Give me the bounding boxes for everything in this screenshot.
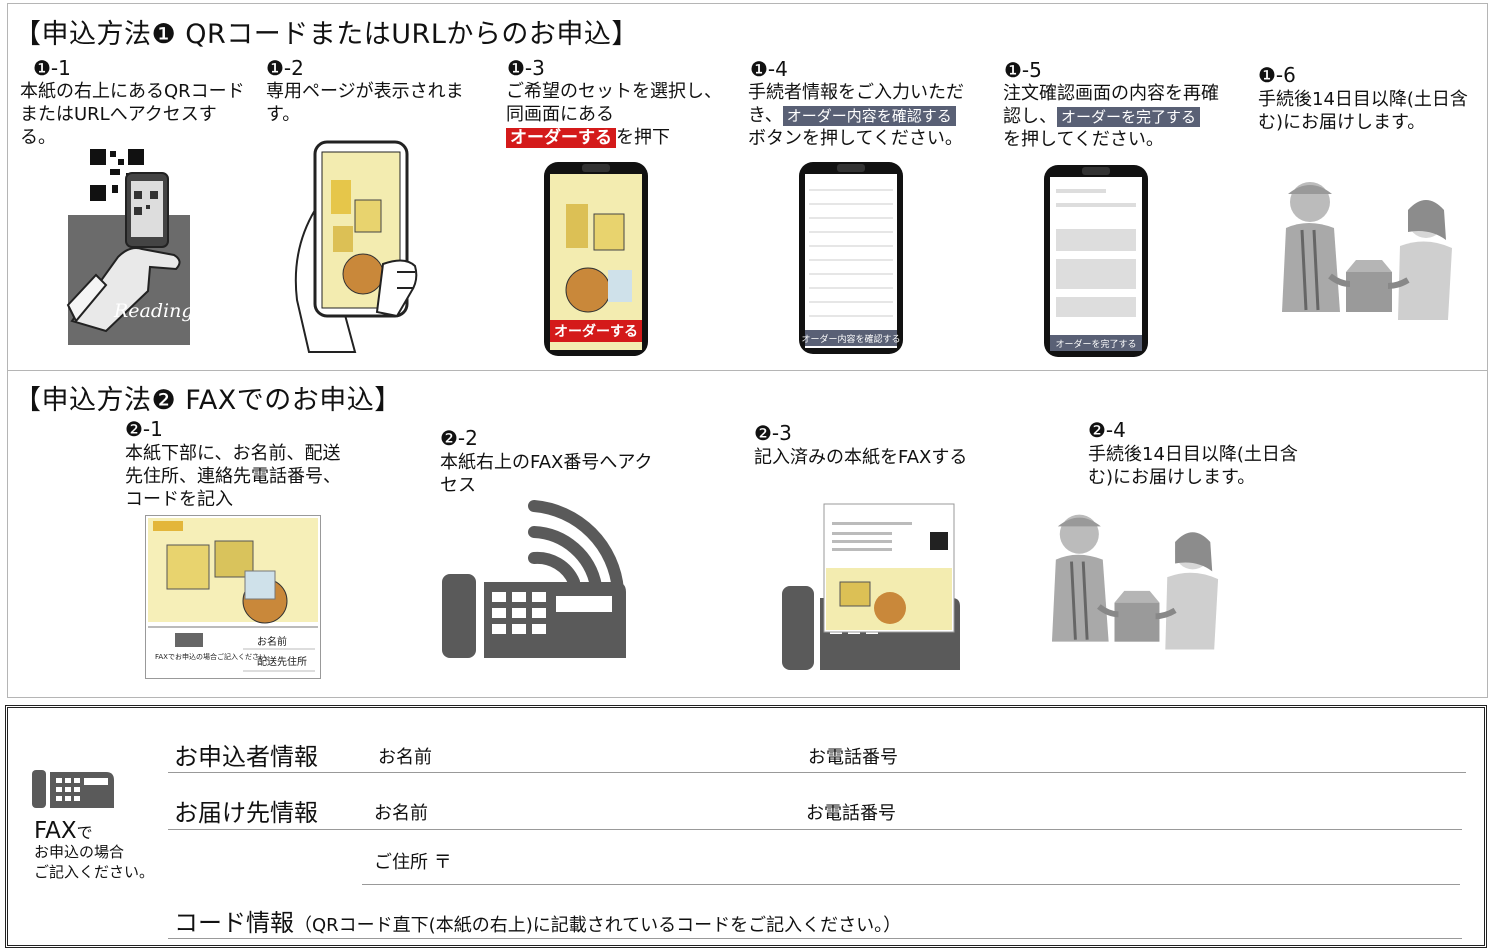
- input-form-phone: オーダー内容を確認する: [799, 162, 903, 354]
- step-1-5-text: 注文確認画面の内容を再確認し、オーダーを完了する を押してください。: [1003, 82, 1229, 151]
- step-1-5-text-b: を押してください。: [1003, 129, 1164, 150]
- fax-note-line2: お申込の場合: [34, 843, 125, 861]
- step-2-2-number: ❷-2: [440, 426, 478, 450]
- applicant-info-label: お申込者情報: [174, 743, 318, 771]
- qr-reading-illustration: Reading: [66, 147, 194, 345]
- fax-note-big: FAX: [34, 818, 77, 844]
- step-2-1-text: 本紙下部に、お名前、配送先住所、連絡先電話番号、コードを記入: [125, 443, 341, 510]
- step-1-4-text-a: 手続者情報をご入力いただき、: [748, 82, 964, 126]
- method1-panel: [7, 3, 1488, 371]
- complete-order-button-sample: オーダーを完了する: [1057, 107, 1201, 127]
- phone-in-hand-illustration: [294, 140, 418, 353]
- step-1-5-text-a: 注文確認画面の内容を再確認し、: [1003, 83, 1219, 127]
- step-1-3-text: ご希望のセットを選択し、同画面にある オーダーするを押下: [506, 80, 736, 149]
- step-2-4-text: 手続後14日目以降(土日含む)にお届けします。: [1088, 444, 1298, 488]
- step-2-3-number: ❷-3: [754, 421, 792, 445]
- applicant-name-field[interactable]: お名前: [378, 747, 432, 768]
- fax-sheet-name-label: お名前: [257, 635, 287, 648]
- method1-title: 【申込方法❶ QRコードまたはURLからのお申込】: [14, 19, 639, 50]
- code-info-row: コード情報（QRコード直下(本紙の右上)に記載されているコードをご記入ください。…: [174, 903, 901, 938]
- fax-sheet-note: FAXでお申込の場合ご記入ください。: [155, 652, 273, 661]
- fax-sheet-address-label: 配送先住所: [257, 655, 307, 668]
- applicant-underline: [168, 772, 1466, 773]
- step-2-3-text: 記入済みの本紙をFAXする: [754, 447, 968, 468]
- step-1-3-number: ❶-3: [507, 56, 545, 80]
- method2-title: 【申込方法❷ FAXでのお申込】: [14, 385, 402, 416]
- confirm-screen-button-text: オーダーを完了する: [1055, 338, 1136, 350]
- confirm-order-button-sample: オーダー内容を確認する: [782, 106, 956, 126]
- delivery-info-label: お届け先情報: [174, 799, 318, 827]
- step-1-1-text: 本紙の右上にあるQRコードまたはURLへアクセスする。: [20, 81, 245, 148]
- step-1-6-number: ❶-6: [1258, 63, 1296, 87]
- delivery-address-field[interactable]: ご住所 〒: [374, 852, 452, 873]
- fax-note-de: で: [76, 823, 93, 842]
- delivery-illustration-2: [1051, 514, 1219, 650]
- step-2-4-number: ❷-4: [1088, 418, 1126, 442]
- step-1-6-text: 手続後14日目以降(土日含む)にお届けします。: [1258, 89, 1468, 133]
- address-underline: [362, 884, 1460, 885]
- code-info-label: コード情報: [174, 909, 294, 937]
- step-1-3-text-b: を押下: [616, 127, 670, 148]
- order-screen-phone: オーダーする: [544, 162, 648, 356]
- fax-form-sheet-illustration: お名前 配送先住所 FAXでお申込の場合ご記入ください。: [145, 515, 321, 679]
- confirm-screen-phone: オーダーを完了する: [1044, 165, 1148, 357]
- step-1-4-number: ❶-4: [750, 57, 788, 81]
- fax-entry-form: [5, 705, 1487, 948]
- step-1-3-text-a: ご希望のセットを選択し、同画面にある: [506, 81, 722, 125]
- step-1-1-number: ❶-1: [33, 56, 71, 80]
- input-form-button-text: オーダー内容を確認する: [801, 333, 900, 345]
- step-1-4-text-b: ボタンを押してください。: [748, 128, 963, 149]
- delivery-phone-field[interactable]: お電話番号: [806, 803, 896, 824]
- delivery-illustration: [1282, 182, 1452, 320]
- delivery-underline: [168, 829, 1462, 830]
- step-1-2-text: 専用ページが表示されます。: [266, 81, 464, 125]
- delivery-name-field[interactable]: お名前: [374, 803, 428, 824]
- step-1-2-number: ❶-2: [266, 56, 304, 80]
- reading-caption: Reading: [113, 300, 194, 322]
- fax-note: FAXで お申込の場合 ご記入ください。: [34, 820, 155, 882]
- fax-machine-icon: [442, 500, 626, 658]
- applicant-phone-field[interactable]: お電話番号: [808, 747, 898, 768]
- order-button-sample: オーダーする: [506, 128, 616, 148]
- step-2-1-number: ❷-1: [125, 417, 163, 441]
- code-info-note: （QRコード直下(本紙の右上)に記載されているコードをご記入ください。）: [294, 915, 902, 936]
- fax-machine-small-icon: [32, 770, 114, 808]
- step-2-2-text: 本紙右上のFAX番号へアクセス: [440, 452, 653, 496]
- fax-note-line3: ご記入ください。: [34, 863, 155, 881]
- fax-sending-illustration: [782, 503, 960, 670]
- step-1-5-number: ❶-5: [1004, 58, 1042, 82]
- step-1-4-text: 手続者情報をご入力いただき、オーダー内容を確認する ボタンを押してください。: [748, 81, 988, 150]
- order-screen-button-text: オーダーする: [554, 323, 638, 340]
- code-underline: [168, 938, 1462, 939]
